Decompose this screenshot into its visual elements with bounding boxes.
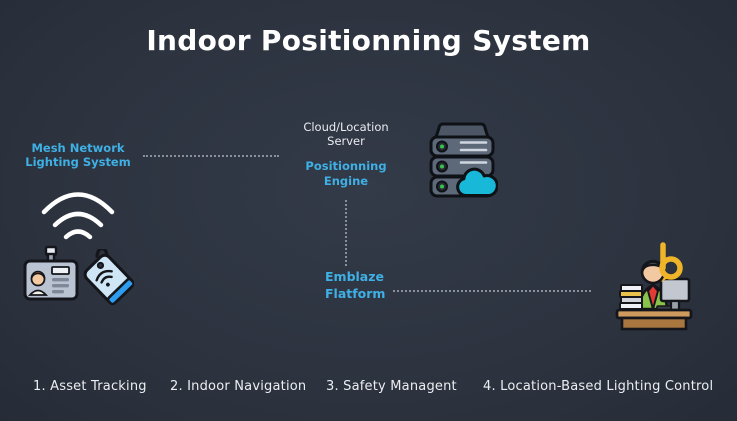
server-cloud-icon <box>429 122 498 198</box>
operator-desk-icon <box>615 259 693 331</box>
emblaze-platform-label: Emblaze Flatform <box>325 269 386 301</box>
wifi-icon <box>41 192 115 240</box>
footer-item-asset-tracking: 1. Asset Tracking <box>33 379 147 394</box>
b-logo-icon <box>659 242 683 282</box>
connector-mesh-to-server <box>143 155 279 157</box>
beacon-tag-icon <box>83 249 134 306</box>
id-badge-icon <box>23 245 79 301</box>
mesh-network-label: Mesh Network Lighting System <box>25 141 131 169</box>
footer-item-indoor-navigation: 2. Indoor Navigation <box>170 379 307 394</box>
connector-emblaze-to-operator <box>393 290 591 292</box>
positioning-engine-label: Positionning Engine <box>305 159 387 188</box>
cloud-location-server-label: Cloud/Location Server <box>303 120 389 148</box>
footer-item-location-based-lighting: 4. Location-Based Lighting Control <box>483 379 714 394</box>
connector-engine-to-emblaze <box>345 200 347 266</box>
footer-item-safety-management: 3. Safety Managent <box>326 379 457 394</box>
page-title: Indoor Positionning System <box>146 24 591 57</box>
